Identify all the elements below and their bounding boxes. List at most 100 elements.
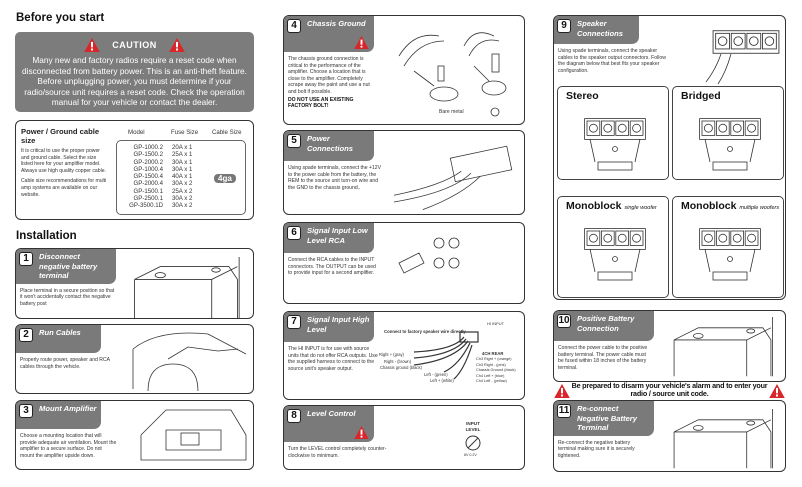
knob-range: 8V 0.2V [464, 453, 477, 457]
cable-size-card: Power / Ground cable size It is critical… [15, 120, 254, 220]
rear-wire-label: Ch4 Left + (blue) [476, 373, 505, 378]
step-text: Place terminal in a secure position so t… [20, 287, 115, 307]
battery-positive-illustration [673, 317, 775, 377]
model-cell: GP-3500.1D [129, 202, 163, 210]
wire-label: Left + (white) [430, 378, 454, 383]
input-level-label: INPUT LEVEL [465, 421, 481, 432]
step-body: The chassis ground connection is critica… [284, 52, 376, 110]
step-body: Properly route power, speaker and RCA ca… [16, 353, 115, 370]
step-number: 10 [557, 314, 571, 328]
step-number: 7 [287, 315, 301, 329]
alarm-warning: Be prepared to disarm your vehicle's ala… [553, 381, 786, 400]
wire-label: Left - (green) [424, 371, 448, 377]
step-body: Using spade terminals, connect the speak… [554, 44, 668, 74]
hi-input-label: HI INPUT [487, 321, 505, 326]
model-cell: GP-1000.2 [133, 144, 163, 151]
step-text: Connect the RCA cables to the INPUT conn… [288, 257, 376, 277]
config-title: Monoblock [566, 200, 622, 212]
fuse-cell: 40A x 1 [172, 173, 193, 181]
model-cell: GP-1000.4 [133, 165, 163, 173]
model-cell: GP-2500.1 [133, 195, 163, 203]
config-title: Bridged [681, 90, 721, 102]
speaker-wiring-illustration [699, 228, 761, 281]
step-body: Re-connect the negative battery terminal… [554, 436, 648, 460]
cable-size-note: Cable size recommendations for multi amp… [21, 178, 107, 198]
rear-wire-label: Chassis Ground (black) [476, 368, 516, 372]
warning-triangle-icon [169, 38, 185, 52]
monoblock-single-diagram: Monoblock single woofer [557, 196, 669, 298]
battery-negative-illustration [673, 409, 775, 469]
step-body: Connect the power cable to the positive … [554, 341, 648, 371]
step-text: Re-connect the negative battery terminal… [558, 439, 635, 459]
step-text: Connect the power cable to the positive … [558, 345, 648, 371]
cable-size-badge: 4ga [214, 174, 236, 183]
wiring-harness-illustration [413, 331, 479, 380]
step-title: Chassis Ground [307, 19, 366, 28]
step-body: The HI INPUT is for use with source unit… [284, 342, 378, 372]
diagram-title: Connect to factory speaker wire directly [384, 329, 466, 334]
fuse-cell: 20A x 1 [172, 144, 193, 151]
speaker-wiring-illustration [699, 118, 761, 171]
step-number: 1 [19, 252, 33, 266]
caution-title: CAUTION [112, 39, 157, 50]
header-cable-size: Cable Size [212, 129, 242, 136]
bridged-diagram: Bridged [672, 86, 784, 180]
step-body: Connect the RCA cables to the INPUT conn… [284, 253, 378, 277]
fuse-cell: 30A x 1 [172, 165, 193, 173]
config-heading: Stereo [566, 90, 599, 102]
fuse-cell: 30A x 2 [172, 195, 193, 203]
cable-size-title: Power / Ground cable size [21, 127, 100, 145]
step-body: Choose a mounting location that will pro… [16, 429, 117, 459]
step-text: Using spade terminals, connect the +12V … [288, 165, 382, 191]
step-body: Turn the LEVEL control completely counte… [284, 442, 398, 459]
speaker-terminal-illustration [705, 30, 780, 85]
step-text: The chassis ground connection is critica… [288, 56, 370, 95]
step-title: Run Cables [39, 328, 81, 337]
car-trunk-illustration [140, 409, 247, 461]
config-heading: Monoblock multiple woofers [681, 200, 779, 212]
step-number: 6 [287, 226, 301, 240]
step-title: Re-connect Negative Battery Terminal [577, 404, 637, 432]
config-heading: Monoblock single woofer [566, 200, 657, 212]
header-model: Model [128, 129, 145, 136]
step-number: 9 [557, 19, 571, 33]
step-header: 9 Speaker Connections [554, 16, 639, 44]
power-terminal-illustration [393, 145, 513, 211]
battery-illustration [134, 257, 242, 318]
config-heading: Bridged [681, 90, 721, 102]
step-text: The HI INPUT is for use with source unit… [288, 346, 378, 372]
level-knob[interactable] [465, 435, 481, 451]
rear-wire-label: Ch4 Left - (yellow) [476, 379, 507, 383]
step-title: Mount Amplifier [39, 404, 97, 413]
model-cell: GP-1500.1 [133, 187, 163, 195]
warning-triangle-icon [554, 384, 570, 398]
warning-triangle-icon [354, 426, 369, 439]
step-text: Using spade terminals, connect the speak… [558, 48, 666, 74]
warning-triangle-icon [84, 38, 100, 52]
model-cell: GP-1500.4 [133, 173, 163, 181]
model-cell: GP-2000.4 [133, 180, 163, 188]
step-text: Turn the LEVEL control completely counte… [288, 446, 387, 459]
monoblock-multiple-diagram: Monoblock multiple woofers [672, 196, 784, 298]
step-title: Speaker Connections [577, 19, 623, 38]
cable-size-notes: It is critical to use the proper power a… [21, 148, 109, 198]
bare-metal-label: Bare metal [439, 109, 464, 115]
speaker-wiring-illustration [584, 118, 646, 171]
wire-label: Right + (gray) [379, 352, 404, 357]
